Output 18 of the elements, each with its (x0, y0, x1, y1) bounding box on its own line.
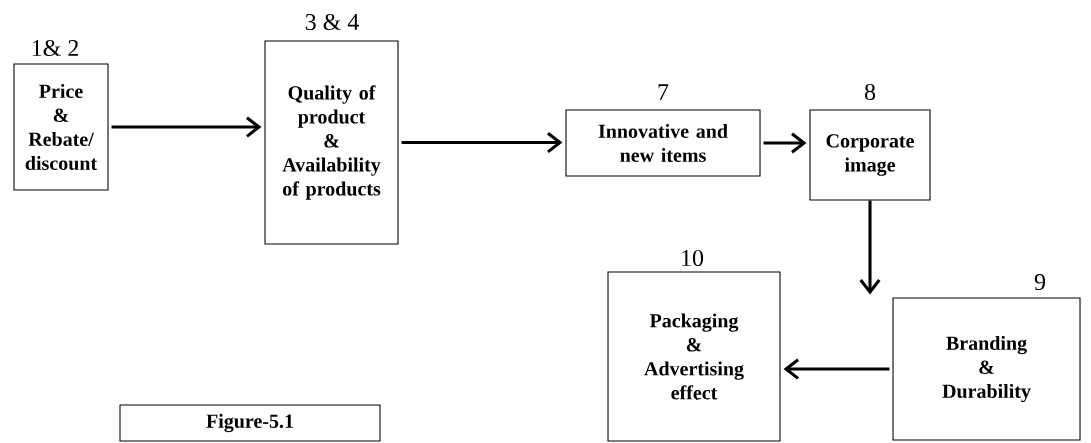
process-box: Quality of product & Availability of products (264, 40, 399, 245)
arrow (401, 131, 563, 154)
arrow (783, 358, 890, 380)
step-number: 7 (658, 84, 669, 100)
process-box: Packaging & Advertising effect (607, 271, 781, 442)
process-box: Price & Rebate/ discount (13, 63, 109, 191)
arrow (111, 116, 262, 138)
step-number: 10 (682, 249, 704, 267)
step-number: 1& 2 (32, 39, 79, 57)
step-number: 9 (1034, 273, 1046, 291)
process-box: Corporate image (809, 109, 931, 201)
process-box: Branding & Durability (892, 297, 1081, 441)
caption-box: Figure-5.1 (119, 404, 381, 442)
step-number: 8 (864, 83, 876, 101)
step-number: 3 & 4 (305, 13, 359, 31)
process-box: Innovative and new items (565, 109, 761, 177)
arrow (859, 200, 881, 295)
arrow (763, 132, 807, 154)
